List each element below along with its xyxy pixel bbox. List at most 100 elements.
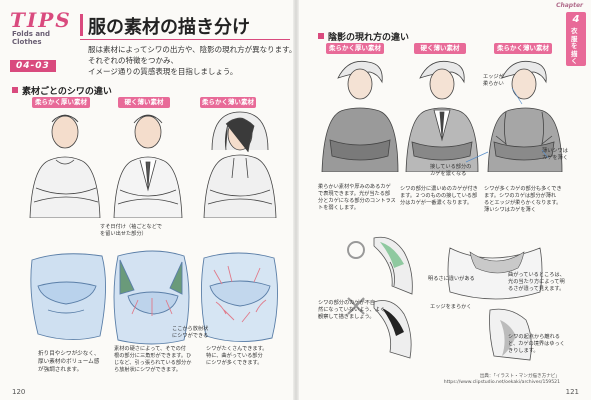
credit-line: 出典：「イラスト・マンガ描き方ナビ」 bbox=[479, 374, 560, 379]
note-line: を留い出せた部分） bbox=[100, 231, 147, 237]
correct-mark-icon bbox=[347, 241, 365, 259]
note-thin-shadow: シワが多くカゲの部分も多くでき ます。シワのカゲは部分が薄れ るとエッジが柔らか… bbox=[484, 186, 562, 214]
fold-comparison-figure bbox=[347, 236, 543, 361]
note-line: 根の部分に三角形ができます。ひ bbox=[114, 353, 192, 359]
note-thin: シワがたくさんできます。 特に、曲がっている部分 にシワが多くできます。 bbox=[206, 346, 267, 367]
source-credit: 出典：「イラスト・マンガ描き方ナビ」 https://www.clipstudi… bbox=[410, 374, 560, 386]
note-line: にシワが多くできます。 bbox=[206, 360, 263, 366]
sweater-figure bbox=[29, 114, 101, 218]
note-line: ます。シワのカゲは部分が薄れ bbox=[484, 193, 557, 199]
credit-url: https://www.clipstudio.net/oekaki/archiv… bbox=[443, 380, 560, 385]
tips-subtitle-line: Clothes bbox=[12, 38, 42, 46]
note-line: 然になっていないよう、よく bbox=[318, 307, 386, 313]
tips-subtitle-line: Folds and bbox=[12, 30, 51, 38]
chapter-title: 衣服を描く bbox=[571, 27, 578, 65]
note-line: エッジが bbox=[483, 74, 504, 80]
note-line: るさが違って見えます。 bbox=[508, 286, 565, 292]
wrong-mark-icon bbox=[347, 297, 365, 315]
note-line: ここから放射状 bbox=[172, 326, 209, 332]
book-gutter bbox=[293, 0, 299, 400]
note-line: 素材の硬さによって、そでの付 bbox=[114, 346, 186, 352]
chapter-number: 4 bbox=[572, 14, 580, 25]
hoodie-figure bbox=[203, 111, 277, 218]
correct-fold-example bbox=[373, 236, 413, 295]
tag-hard-thin-shading: 硬く薄い素材 bbox=[414, 43, 466, 54]
note-line: 厚い素材のボリューム感 bbox=[38, 359, 100, 365]
note-line: 光の当たり方によって明 bbox=[508, 279, 565, 285]
note-thick-shadow: 柔らかい素材や厚みのあるカゲ で表現できます。光が当たる部 分とカゲになる部分の… bbox=[318, 184, 396, 212]
intro-line: 服は素材によってシワの出方や、陰影の現れ方が異なります。 bbox=[88, 45, 297, 54]
note-line: カゲを濃くなる bbox=[430, 171, 467, 177]
note-hard-shadow: シワの部分に濃いめのカゲが付き ます。２つのものの接している部 分はカゲが一番濃… bbox=[400, 186, 478, 207]
note-line: じなど、引っ張られている部分か bbox=[114, 360, 192, 366]
note-line: カゲを薄く bbox=[542, 155, 568, 161]
note-line: にシワができる bbox=[172, 333, 209, 339]
note-edge-soft: エッジが 柔らかい bbox=[483, 74, 504, 88]
note-line: シワの起点から離れる bbox=[508, 334, 560, 340]
intro-line: それぞれの特徴をつかみ、 bbox=[88, 56, 178, 65]
note-line: 分とカゲになる部分のコントラス bbox=[318, 198, 396, 204]
note-line: 折り目やシワが少なく、 bbox=[38, 351, 100, 357]
intro-line: イメージ通りの質感表現を目指しましょう。 bbox=[88, 67, 238, 76]
tag-soft-thick-shading: 柔らかく厚い素材 bbox=[326, 43, 384, 54]
note-line: で表現できます。光が当たる部 bbox=[318, 191, 391, 197]
tag-soft-thin: 柔らかく薄い素材 bbox=[200, 97, 256, 108]
suit-figure bbox=[113, 114, 183, 218]
note-line: シワの部分に濃いめのカゲが付き bbox=[400, 186, 478, 192]
shaded-sweater-figure bbox=[321, 60, 399, 172]
pointer-line bbox=[541, 149, 549, 159]
shading-figures bbox=[321, 60, 563, 172]
section-marker bbox=[318, 33, 324, 39]
note-contact: 接している部分の カゲを濃くなる bbox=[430, 164, 471, 178]
stiff-jacket-closeup bbox=[113, 250, 190, 345]
note-line: 観察して描きましょう。 bbox=[318, 314, 375, 320]
note-fold-point: ここから放射状 にシワができる bbox=[172, 326, 208, 340]
right-section-title: 陰影の現れ方の違い bbox=[328, 33, 410, 43]
note-curve: 曲がっているところは、 光の当たり方によって明 るさが違って見えます。 bbox=[508, 272, 565, 293]
shaded-suit-figure bbox=[405, 60, 479, 172]
note-line: 薄いシワはカゲを薄く bbox=[484, 207, 536, 213]
note-line: 柔らかい bbox=[483, 81, 504, 87]
note-line: トを弱くします。 bbox=[318, 205, 359, 211]
shaded-hoodie-figure bbox=[487, 60, 563, 172]
section-marker bbox=[12, 87, 18, 93]
right-page-number: 121 bbox=[565, 388, 579, 396]
pointer-line bbox=[511, 87, 523, 105]
note-line: すそ日付け（袖ごとなどで bbox=[100, 224, 162, 230]
note-line: きりします。 bbox=[508, 348, 539, 354]
note-edge-clear: エッジをまらかく bbox=[430, 304, 472, 310]
note-line: 特に、曲がっている部分 bbox=[206, 353, 263, 359]
page-title: 服の素材の描き分け bbox=[88, 17, 250, 38]
note-stiff: 素材の硬さによって、そでの付 根の部分に三角形ができます。ひ じなど、引っ張られ… bbox=[114, 346, 191, 374]
title-accent-bar bbox=[80, 14, 83, 36]
left-page-number: 120 bbox=[12, 388, 26, 396]
title-bar: 服の素材の描き分け bbox=[80, 10, 292, 38]
tips-subtitle: Folds and Clothes bbox=[12, 30, 50, 46]
title-underline bbox=[80, 39, 290, 40]
thick-sleeve-closeup bbox=[30, 253, 106, 340]
tag-hard-thin: 硬く薄い素材 bbox=[118, 97, 170, 108]
note-line: シワの部分のカゲが不自 bbox=[318, 300, 376, 306]
tips-word: TIPS bbox=[10, 8, 72, 32]
left-section-title: 素材ごとのシワの違い bbox=[22, 87, 112, 97]
note-line: 薄いシワは bbox=[542, 148, 568, 154]
note-line: が強調されます。 bbox=[38, 367, 83, 373]
note-line: と、カゲの境界はゆっく bbox=[508, 341, 565, 347]
soft-fold-example bbox=[489, 308, 532, 361]
note-line: 曲がっているところは、 bbox=[508, 272, 565, 278]
clothing-busts-figure bbox=[29, 111, 277, 218]
note-line: 接している部分の bbox=[430, 164, 472, 170]
note-line: ます。２つのものの接している部 bbox=[400, 193, 478, 199]
note-line: シワがたくさんできます。 bbox=[206, 346, 268, 352]
note-thick: 折り目やシワが少なく、 厚い素材のボリューム感 が強調されます。 bbox=[38, 350, 100, 374]
right-section-heading: 陰影の現れ方の違い bbox=[318, 30, 409, 43]
note-line: 分はカゲが一番濃くなります。 bbox=[400, 200, 473, 206]
chapter-tab: 4 衣服を描く bbox=[566, 12, 586, 66]
note-bright: 明るさに違いがある bbox=[428, 276, 475, 282]
collar-example bbox=[447, 247, 543, 300]
tips-badge: TIPS Folds and Clothes 04-03 bbox=[10, 8, 74, 72]
chapter-label: Chapter bbox=[556, 2, 583, 9]
note-line: 柔らかい素材や厚みのあるカゲ bbox=[318, 184, 391, 190]
intro-text: 服は素材によってシワの出方や、陰影の現れ方が異なります。 それぞれの特徴をつかみ… bbox=[88, 44, 297, 77]
note-line: シワが多くカゲの部分も多くでき bbox=[484, 186, 562, 192]
